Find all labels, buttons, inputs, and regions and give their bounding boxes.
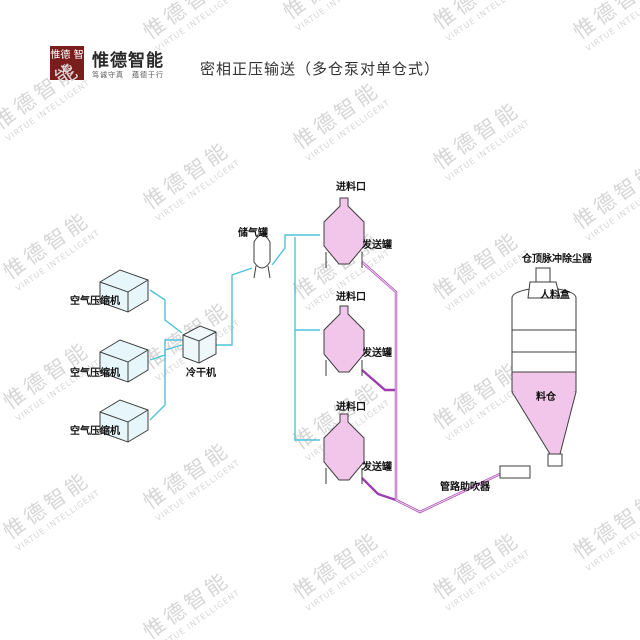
label-compressor-2: 空气压缩机 bbox=[70, 366, 120, 379]
air-pipeline bbox=[149, 234, 320, 441]
pipeline-booster bbox=[499, 465, 531, 479]
label-sender-3: 发送罐 bbox=[361, 460, 392, 473]
label-gas-tank: 储气罐 bbox=[237, 226, 268, 239]
air-compressor-3 bbox=[99, 399, 149, 443]
refrigerated-dryer bbox=[182, 325, 217, 364]
gas-storage-tank bbox=[253, 234, 271, 279]
label-dryer: 冷干机 bbox=[186, 366, 216, 379]
storage-silo bbox=[511, 267, 577, 467]
diagram-title: 密相正压输送（多仓泵对单仓式） bbox=[200, 60, 441, 78]
brand-seal: 惟德 智能 bbox=[50, 46, 84, 80]
label-sender-2: 发送罐 bbox=[361, 346, 392, 359]
label-silo: 料仓 bbox=[536, 390, 557, 403]
label-compressor-3: 空气压缩机 bbox=[70, 424, 120, 437]
label-manhole: 人料盒 bbox=[540, 288, 571, 301]
label-feed-inlet-3: 进料口 bbox=[336, 400, 366, 413]
brand-name: 惟德智能 bbox=[92, 51, 164, 71]
brand-logo: 惟德 智能 惟德智能 笃诚守真 蕴德于行 bbox=[50, 46, 200, 86]
air-compressor-2 bbox=[99, 339, 149, 383]
label-feed-inlet-1: 进料口 bbox=[336, 180, 366, 193]
sender-tank-3 bbox=[323, 413, 365, 484]
brand-slogan: 笃诚守真 蕴德于行 bbox=[92, 71, 164, 79]
label-feed-inlet-2: 进料口 bbox=[336, 290, 366, 303]
label-compressor-1: 空气压缩机 bbox=[70, 294, 120, 307]
label-pipeline-booster: 管路助吹器 bbox=[440, 480, 491, 493]
air-compressor-1 bbox=[99, 269, 149, 313]
sender-tank-1 bbox=[323, 197, 365, 268]
label-sender-1: 发送罐 bbox=[361, 238, 392, 251]
sender-tank-2 bbox=[323, 305, 365, 376]
label-dust-collector: 仓顶脉冲除尘器 bbox=[521, 252, 593, 265]
